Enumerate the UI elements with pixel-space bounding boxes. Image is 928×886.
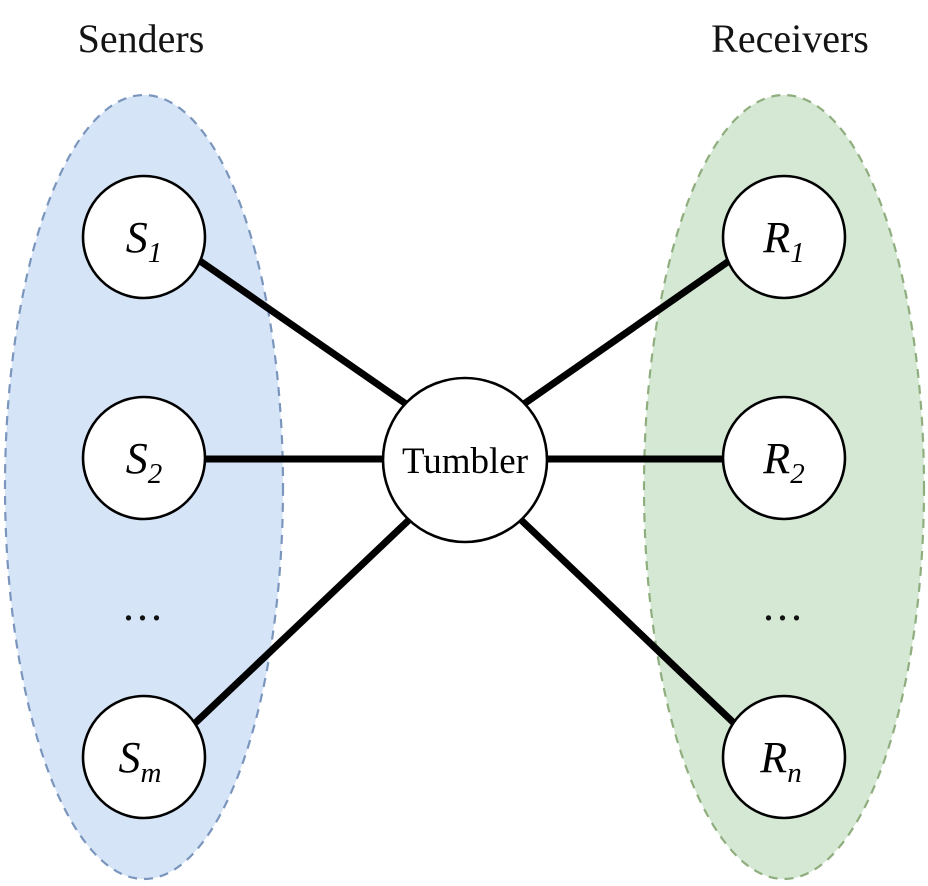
node-s1-base: S — [126, 213, 148, 262]
node-r2-circle[interactable] — [721, 395, 847, 521]
node-tumbler-label: Tumbler — [402, 441, 528, 482]
node-sm[interactable]: Sm — [81, 694, 207, 820]
edge-tumbler-rn — [516, 515, 740, 729]
node-sm-label: Sm — [119, 733, 162, 789]
node-sm-subscript: m — [141, 757, 162, 789]
node-r1[interactable]: R1 — [721, 174, 847, 300]
node-s1-subscript: 1 — [148, 237, 163, 269]
node-tumbler[interactable]: Tumbler — [381, 376, 549, 544]
node-s2-subscript: 2 — [148, 458, 163, 490]
senders-title: Senders — [78, 16, 205, 61]
ellipsis-markers: ... ... — [123, 581, 805, 630]
node-r2-label: R2 — [762, 434, 804, 490]
node-r2[interactable]: R2 — [721, 395, 847, 521]
edge-sm-tumbler — [189, 515, 414, 729]
receivers-title: Receivers — [711, 16, 869, 61]
receivers-ellipsis: ... — [763, 581, 805, 630]
node-r1-subscript: 1 — [790, 237, 805, 269]
node-tumbler-circle[interactable] — [381, 376, 549, 544]
node-sm-circle[interactable] — [81, 694, 207, 820]
node-s1[interactable]: S1 — [81, 174, 207, 300]
node-r1-circle[interactable] — [721, 174, 847, 300]
receiver-nodes: R1 R2 Rn — [721, 174, 847, 820]
edges — [189, 258, 740, 729]
node-r1-label: R1 — [762, 213, 804, 269]
group-titles: Senders Receivers — [78, 16, 869, 61]
node-s2-circle[interactable] — [81, 395, 207, 521]
node-r2-base: R — [762, 434, 790, 483]
node-rn-circle[interactable] — [721, 694, 847, 820]
sender-nodes: S1 S2 Sm — [81, 174, 207, 820]
node-rn-label: Rn — [759, 733, 801, 789]
edge-s1-tumbler — [198, 258, 411, 409]
node-rn-subscript: n — [787, 757, 802, 789]
node-s2-base: S — [126, 434, 148, 483]
senders-ellipsis: ... — [123, 581, 165, 630]
node-s1-label: S1 — [126, 213, 163, 269]
edge-tumbler-r1 — [518, 258, 732, 409]
node-s2-label: S2 — [126, 434, 163, 490]
node-s2[interactable]: S2 — [81, 395, 207, 521]
node-sm-base: S — [119, 733, 141, 782]
node-rn[interactable]: Rn — [721, 694, 847, 820]
node-s1-circle[interactable] — [81, 174, 207, 300]
node-rn-base: R — [759, 733, 787, 782]
node-r1-base: R — [762, 213, 790, 262]
node-r2-subscript: 2 — [790, 458, 805, 490]
